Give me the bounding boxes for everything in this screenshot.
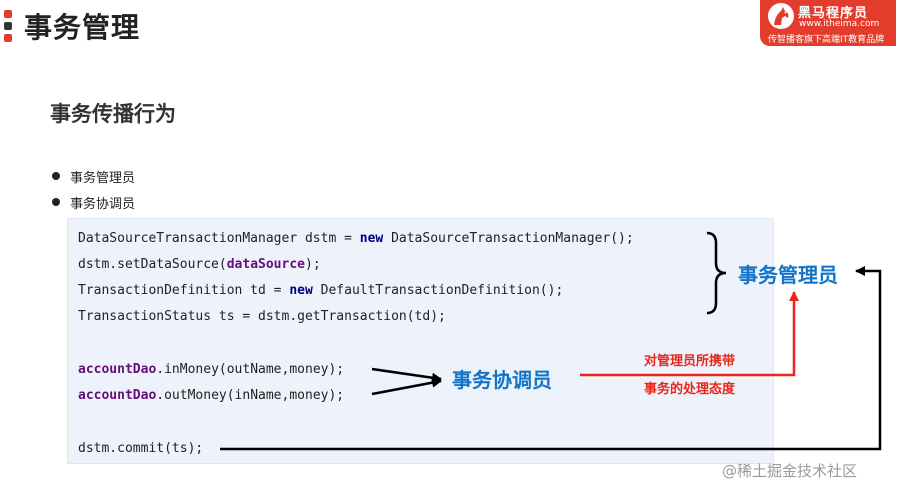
coordinator-arrow-out — [371, 377, 442, 396]
brand-url: www.itheima.com — [799, 19, 880, 29]
code-block: DataSourceTransactionManager dstm = new … — [67, 218, 774, 464]
attribute-red-arrow — [580, 291, 799, 377]
accent-bar-red — [4, 34, 12, 42]
bullet-list: 事务管理员 事务协调员 — [52, 163, 135, 215]
coordinator-label: 事务协调员 — [452, 368, 552, 392]
commit-return-arrow — [220, 266, 882, 451]
attribute-note-line2: 事务的处理态度 — [644, 382, 736, 397]
code-line: TransactionDefinition td = new DefaultTr… — [78, 283, 563, 298]
code-text: dstm.commit(ts); — [78, 441, 204, 456]
code-text: .inMoney(outName,money); — [156, 362, 345, 377]
code-line: TransactionStatus ts = dstm.getTransacti… — [78, 309, 446, 324]
code-text: TransactionDefinition td = — [78, 283, 290, 298]
code-text: TransactionStatus ts = dstm.getTransacti… — [78, 309, 446, 324]
list-item: 事务协调员 — [52, 189, 135, 215]
manager-brace-icon — [706, 231, 727, 315]
manager-label: 事务管理员 — [738, 263, 838, 287]
code-line: dstm.setDataSource(dataSource); — [78, 257, 321, 272]
code-field: accountDao — [78, 388, 157, 403]
code-field: accountDao — [78, 362, 157, 377]
section-heading: 事务传播行为 — [50, 102, 176, 126]
code-line: dstm.commit(ts); — [78, 441, 203, 456]
brand-slogan: 传智播客旗下高端IT教育品牌 — [768, 35, 885, 45]
code-text: DataSourceTransactionManager dstm = — [78, 231, 360, 246]
coordinator-arrow-in — [371, 367, 442, 383]
brand-logo: 黑马程序员 www.itheima.com 传智播客旗下高端IT教育品牌 — [760, 0, 896, 46]
code-field: dataSource — [226, 257, 305, 272]
page-title: 事务管理 — [24, 11, 141, 44]
attribute-note-line1: 对管理员所携带 — [644, 354, 736, 369]
code-line: DataSourceTransactionManager dstm = new … — [78, 231, 634, 246]
brand-name: 黑马程序员 — [798, 6, 869, 21]
horse-logo-icon — [768, 3, 794, 29]
title-accent-bars — [4, 10, 12, 46]
code-text: DataSourceTransactionManager(); — [383, 231, 634, 246]
code-line: accountDao.inMoney(outName,money); — [78, 362, 344, 377]
code-keyword: new — [289, 283, 313, 298]
bullet-dot-icon — [52, 198, 60, 206]
watermark: @稀土掘金技术社区 — [722, 462, 858, 480]
code-text: DefaultTransactionDefinition(); — [312, 283, 564, 298]
bullet-text: 事务协调员 — [70, 196, 136, 212]
accent-bar-dark — [4, 22, 12, 30]
code-text: .outMoney(inName,money); — [156, 388, 345, 403]
code-text: ); — [305, 257, 321, 272]
code-keyword: new — [359, 231, 384, 246]
accent-bar-red — [4, 10, 12, 18]
code-text: dstm.setDataSource( — [78, 257, 227, 272]
code-line: accountDao.outMoney(inName,money); — [78, 388, 344, 403]
bullet-text: 事务管理员 — [70, 170, 136, 186]
list-item: 事务管理员 — [52, 163, 135, 189]
bullet-dot-icon — [52, 172, 60, 180]
